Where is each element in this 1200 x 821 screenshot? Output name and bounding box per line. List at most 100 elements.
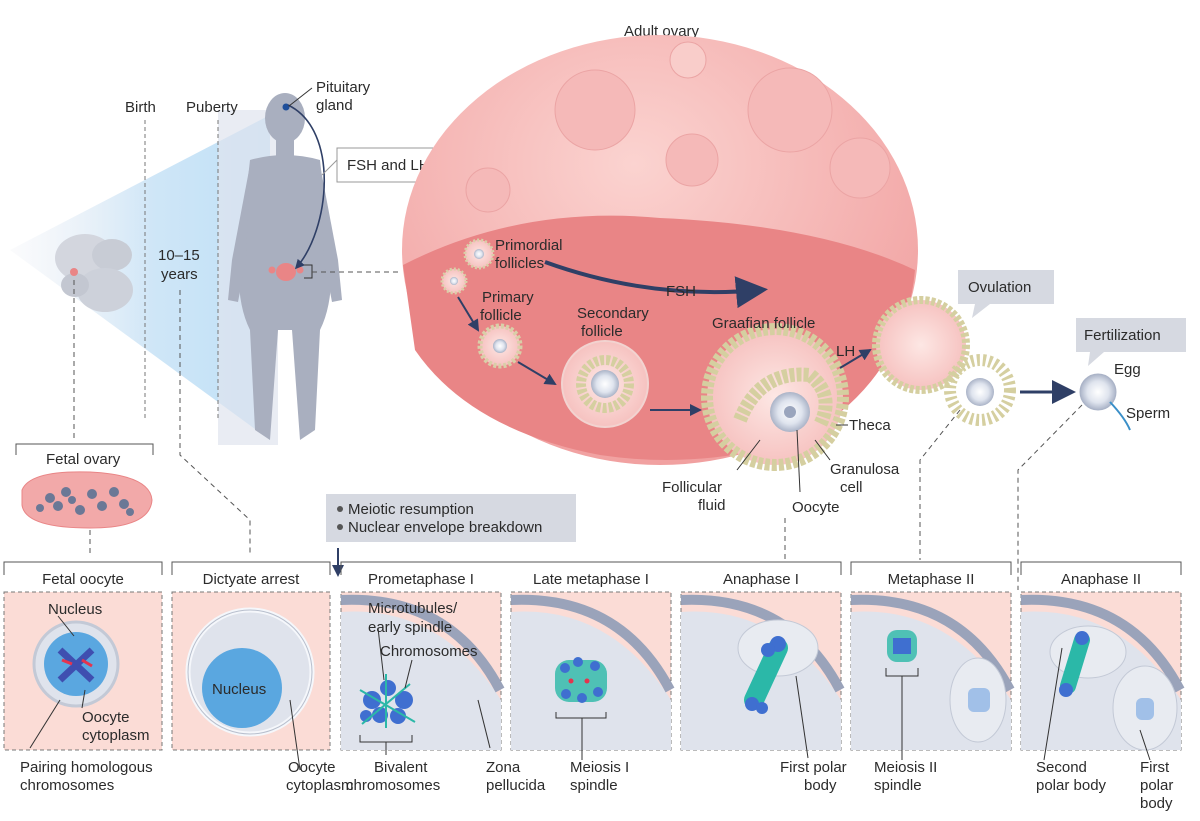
follicular-label-2: fluid [698, 497, 726, 514]
fetal-ovary-bracket [15, 443, 154, 455]
primordial-label-1: Primordial [495, 237, 563, 254]
fsh-label: FSH [666, 283, 696, 300]
panel-late-metaphase-1 [510, 591, 675, 760]
ovulating-follicle [872, 296, 1016, 426]
label-meiosis2-2: spindle [874, 777, 922, 794]
years-label-1: 10–15 [158, 247, 200, 264]
primordial-to-primary-arrow [457, 296, 480, 332]
stage-bracket-4 [1020, 561, 1182, 575]
secondary-label-1: Secondary [577, 305, 649, 322]
stage-bracket-0 [3, 561, 163, 575]
stage-title-5: Metaphase II [888, 571, 975, 588]
note-nuclear-envelope-breakdown: Nuclear envelope breakdown [348, 519, 542, 536]
oocyte-leader [796, 429, 801, 493]
panel-dictyate-arrest [171, 591, 331, 771]
panel-anaphase-1 [680, 591, 845, 759]
follicular-fluid-leader [736, 439, 761, 471]
secondary-label-2: follicle [581, 323, 623, 340]
panel-prometaphase-1 [340, 591, 505, 755]
label-second-polar-1: Second [1036, 759, 1087, 776]
stage-title-2: Prometaphase I [368, 571, 474, 588]
label-pairing-1: Pairing homologous [20, 759, 153, 776]
primary-follicle [477, 323, 523, 369]
secondary-follicle [561, 340, 649, 428]
graafian-follicle [701, 323, 849, 471]
years-label-2: years [161, 266, 198, 283]
fertilization-connector [1017, 404, 1083, 590]
label-meiosis2-1: Meiosis II [874, 759, 937, 776]
ovulation-callout: Ovulation [958, 270, 1054, 318]
granulosa-leader [814, 439, 831, 461]
label-dictyate-cytoplasm-2: cytoplasm [286, 777, 354, 794]
time-beam [10, 115, 270, 440]
svg-text:Fertilization: Fertilization [1084, 327, 1161, 344]
pituitary-label-2: gland [316, 97, 353, 114]
stage-title-3: Late metaphase I [533, 571, 649, 588]
egg-icon [1079, 373, 1131, 431]
stage-bracket-1 [171, 561, 331, 575]
fetal-ovary-icon [21, 471, 153, 529]
stage-title-1: Dictyate arrest [203, 571, 301, 588]
svg-text:Ovulation: Ovulation [968, 279, 1031, 296]
panel-anaphase-2 [1020, 591, 1185, 761]
label-first-3: body [1140, 795, 1173, 812]
label-zona-1: Zona [486, 759, 521, 776]
lh-arrow [839, 348, 872, 369]
sperm-label: Sperm [1126, 405, 1170, 422]
label-dictyate-nucleus: Nucleus [212, 681, 266, 698]
panel-fetal-oocyte [3, 591, 163, 751]
label-pairing-2: chromosomes [20, 777, 114, 794]
stage-bracket-3 [850, 561, 1012, 575]
pituitary-to-ovary-arrow [287, 104, 325, 270]
dictyate-connector [179, 290, 251, 555]
primordial-follicle [440, 238, 495, 295]
follicular-label-1: Follicular [662, 479, 722, 496]
fetus-icon [55, 234, 133, 312]
pituitary-leader [288, 87, 313, 107]
primordial-label-2: follicles [495, 255, 544, 272]
fertilization-callout: Fertilization [1076, 318, 1186, 366]
birth-label: Birth [125, 99, 156, 116]
stage-title-6: Anaphase II [1061, 571, 1141, 588]
fsh-arrow [544, 260, 768, 309]
puberty-label: Puberty [186, 99, 238, 116]
panel-metaphase-2 [850, 591, 1015, 760]
label-nucleus: Nucleus [48, 601, 102, 618]
ovulation-connector [919, 409, 961, 560]
label-oocyte-cytoplasm-2: cytoplasm [82, 727, 150, 744]
label-chromosomes: Chromosomes [380, 643, 478, 660]
stage-title-4: Anaphase I [723, 571, 799, 588]
label-first-1: First [1140, 759, 1170, 776]
granulosa-label-2: cell [840, 479, 863, 496]
label-microtubules-2: early spindle [368, 619, 452, 636]
label-second-polar-2: polar body [1036, 777, 1107, 794]
theca-label: Theca [849, 417, 891, 434]
label-bivalent-1: Bivalent [374, 759, 428, 776]
pituitary-dot [282, 103, 290, 111]
label-first-2: polar [1140, 777, 1173, 794]
lh-label: LH [836, 343, 855, 360]
label-first-polar-2: body [804, 777, 837, 794]
label-dictyate-cytoplasm-1: Oocyte [288, 759, 336, 776]
label-bivalent-2: chromosomes [346, 777, 440, 794]
fetal-ovary-title: Fetal ovary [46, 451, 121, 468]
stage-bracket-2 [340, 561, 842, 575]
egg-label: Egg [1114, 361, 1141, 378]
meiotic-notes: Meiotic resumption Nuclear envelope brea… [326, 494, 576, 542]
primary-to-secondary-arrow [517, 361, 557, 386]
stage-title-0: Fetal oocyte [42, 571, 124, 588]
svg-text:FSH and LH: FSH and LH [347, 157, 430, 174]
human-silhouette [228, 93, 342, 440]
label-zona-2: pellucida [486, 777, 546, 794]
label-oocyte-cytoplasm-1: Oocyte [82, 709, 130, 726]
graafian-label: Graafian follicle [712, 315, 815, 332]
granulosa-label-1: Granulosa [830, 461, 900, 478]
note-meiotic-resumption: Meiotic resumption [348, 501, 474, 518]
label-meiosis1-2: spindle [570, 777, 618, 794]
primary-label-1: Primary [482, 289, 534, 306]
label-first-polar-1: First polar [780, 759, 847, 776]
oocyte-label: Oocyte [792, 499, 840, 516]
primary-label-2: follicle [480, 307, 522, 324]
